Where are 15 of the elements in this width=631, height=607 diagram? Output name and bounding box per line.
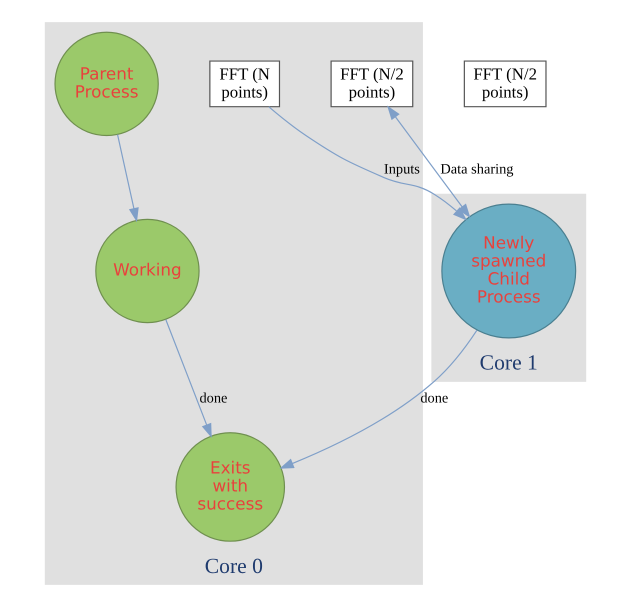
edge-label: done bbox=[199, 390, 228, 406]
node-box: FFT (N points) bbox=[209, 60, 280, 108]
arrow bbox=[116, 134, 139, 222]
arrow bbox=[165, 319, 212, 438]
node-circle: Parent Process bbox=[54, 32, 159, 136]
edge-label: done bbox=[420, 390, 448, 406]
edge-label: Inputs bbox=[384, 161, 420, 178]
node-box: FFT (N/2 points) bbox=[464, 60, 547, 108]
arrow bbox=[279, 330, 478, 469]
edge-label: Data sharing bbox=[440, 161, 514, 178]
arrow bbox=[387, 106, 470, 218]
node-circle: Working bbox=[95, 218, 200, 324]
arrow bbox=[268, 106, 468, 221]
node-box: FFT (N/2 points) bbox=[330, 60, 414, 108]
node-circle: Exits with success bbox=[175, 432, 286, 542]
